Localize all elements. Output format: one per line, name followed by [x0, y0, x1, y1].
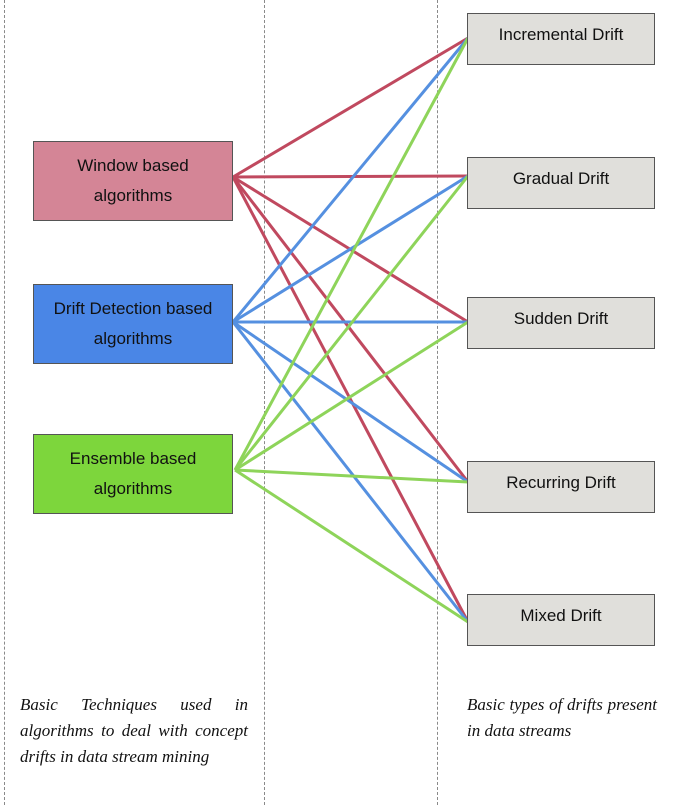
left-caption: Basic Techniques used in algorithms to d… [20, 695, 248, 766]
recurring-drift-label: Recurring Drift [506, 473, 616, 492]
divider-line-left [4, 0, 5, 805]
gradual-drift-label: Gradual Drift [512, 169, 610, 188]
window-based-label: Window based algorithms [77, 156, 189, 205]
window-links [231, 36, 470, 623]
incremental-drift-label: Incremental Drift [498, 25, 624, 44]
window-to-gradual-link [232, 174, 469, 179]
sudden-drift-label: Sudden Drift [513, 309, 609, 328]
mixed-drift-box: Mixed Drift [467, 594, 655, 646]
divider-line-right [437, 0, 438, 805]
window-to-mixed-link [231, 176, 470, 623]
window-to-recurring-link [231, 176, 470, 483]
drift-detection-label: Drift Detection based algorithms [53, 299, 213, 348]
divider-line-middle [264, 0, 265, 805]
drift-detection-to-mixed-link [231, 321, 470, 623]
mixed-drift-label: Mixed Drift [520, 606, 602, 625]
sudden-drift-box: Sudden Drift [467, 297, 655, 349]
drift-detection-box: Drift Detection based algorithms [33, 284, 233, 364]
ensemble-to-sudden-link [234, 320, 469, 472]
ensemble-to-recurring-link [234, 468, 469, 484]
ensemble-based-label: Ensemble based algorithms [69, 449, 197, 498]
gradual-drift-box: Gradual Drift [467, 157, 655, 209]
drift-detection-to-incremental-link [231, 37, 470, 323]
ensemble-to-gradual-link [233, 175, 470, 471]
recurring-drift-box: Recurring Drift [467, 461, 655, 513]
drift-detection-to-recurring-link [232, 320, 469, 484]
ensemble-to-mixed-link [234, 468, 469, 624]
incremental-drift-box: Incremental Drift [467, 13, 655, 65]
ensemble-based-box: Ensemble based algorithms [33, 434, 233, 514]
drift-detection-to-gradual-link [232, 174, 469, 324]
ensemble-to-incremental-link [233, 37, 470, 471]
window-based-box: Window based algorithms [33, 141, 233, 221]
ensemble-links [233, 37, 470, 624]
right-caption: Basic types of drifts present in data st… [467, 695, 657, 740]
window-to-incremental-link [232, 36, 469, 179]
